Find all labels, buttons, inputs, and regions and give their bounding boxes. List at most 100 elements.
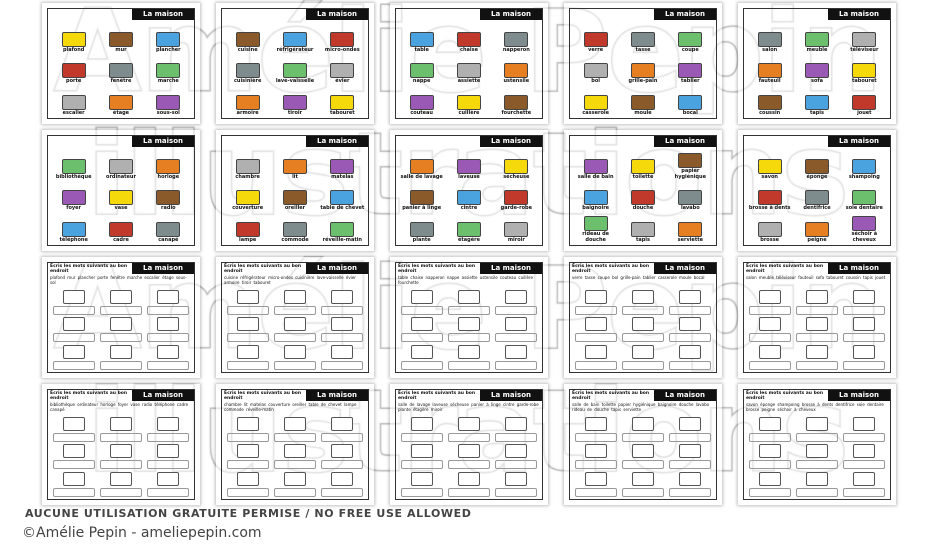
answer-box[interactable] [669, 360, 712, 370]
answer-box[interactable] [748, 360, 791, 370]
answer-box[interactable] [843, 460, 886, 470]
answer-box[interactable] [495, 305, 538, 315]
answer-box[interactable] [495, 360, 538, 370]
answer-box[interactable] [574, 487, 617, 497]
answer-box[interactable] [447, 432, 490, 442]
answer-box[interactable] [795, 432, 838, 442]
answer-box[interactable] [447, 460, 490, 470]
answer-box[interactable] [495, 460, 538, 470]
answer-box[interactable] [99, 487, 142, 497]
answer-box[interactable] [495, 333, 538, 343]
answer-box[interactable] [321, 460, 364, 470]
answer-box[interactable] [147, 305, 190, 315]
answer-box[interactable] [321, 305, 364, 315]
answer-box[interactable] [843, 432, 886, 442]
answer-box[interactable] [574, 460, 617, 470]
answer-box[interactable] [843, 333, 886, 343]
answer-box[interactable] [843, 487, 886, 497]
answer-box[interactable] [400, 305, 443, 315]
answer-box[interactable] [447, 305, 490, 315]
answer-box[interactable] [748, 487, 791, 497]
answer-box[interactable] [147, 333, 190, 343]
answer-box[interactable] [226, 487, 269, 497]
answer-box[interactable] [321, 487, 364, 497]
answer-box[interactable] [621, 460, 664, 470]
answer-box[interactable] [226, 460, 269, 470]
answer-box[interactable] [621, 487, 664, 497]
answer-box[interactable] [147, 360, 190, 370]
answer-box[interactable] [147, 432, 190, 442]
answer-box[interactable] [621, 432, 664, 442]
answer-box[interactable] [669, 432, 712, 442]
answer-box[interactable] [621, 305, 664, 315]
answer-box[interactable] [447, 487, 490, 497]
answer-box[interactable] [400, 432, 443, 442]
answer-box[interactable] [99, 333, 142, 343]
answer-box[interactable] [748, 460, 791, 470]
answer-box[interactable] [447, 360, 490, 370]
answer-box[interactable] [447, 333, 490, 343]
answer-box[interactable] [321, 333, 364, 343]
answer-box[interactable] [52, 360, 95, 370]
answer-box[interactable] [669, 460, 712, 470]
answer-box[interactable] [52, 460, 95, 470]
answer-box[interactable] [99, 360, 142, 370]
answer-box[interactable] [795, 360, 838, 370]
answer-box[interactable] [400, 460, 443, 470]
answer-box[interactable] [843, 305, 886, 315]
answer-box[interactable] [273, 305, 316, 315]
answer-box[interactable] [321, 432, 364, 442]
answer-box[interactable] [226, 333, 269, 343]
answer-box[interactable] [273, 460, 316, 470]
answer-box[interactable] [621, 333, 664, 343]
answer-box[interactable] [52, 432, 95, 442]
answer-box[interactable] [669, 333, 712, 343]
answer-box[interactable] [795, 333, 838, 343]
answer-box[interactable] [226, 305, 269, 315]
answer-box[interactable] [669, 305, 712, 315]
answer-box[interactable] [843, 360, 886, 370]
answer-box[interactable] [226, 360, 269, 370]
answer-box[interactable] [795, 460, 838, 470]
answer-box[interactable] [147, 487, 190, 497]
answer-box[interactable] [99, 432, 142, 442]
answer-box[interactable] [52, 333, 95, 343]
answer-box[interactable] [321, 360, 364, 370]
answer-box[interactable] [495, 487, 538, 497]
answer-box[interactable] [99, 460, 142, 470]
answer-box[interactable] [400, 360, 443, 370]
answer-box[interactable] [574, 360, 617, 370]
answer-box[interactable] [273, 333, 316, 343]
answer-box[interactable] [273, 360, 316, 370]
answer-box[interactable] [748, 333, 791, 343]
answer-box[interactable] [400, 487, 443, 497]
answer-box[interactable] [795, 305, 838, 315]
answer-box[interactable] [495, 432, 538, 442]
answer-box[interactable] [99, 305, 142, 315]
answer-box[interactable] [52, 487, 95, 497]
answer-box[interactable] [147, 460, 190, 470]
answer-box[interactable] [574, 305, 617, 315]
answer-box[interactable] [748, 305, 791, 315]
answer-box[interactable] [621, 360, 664, 370]
